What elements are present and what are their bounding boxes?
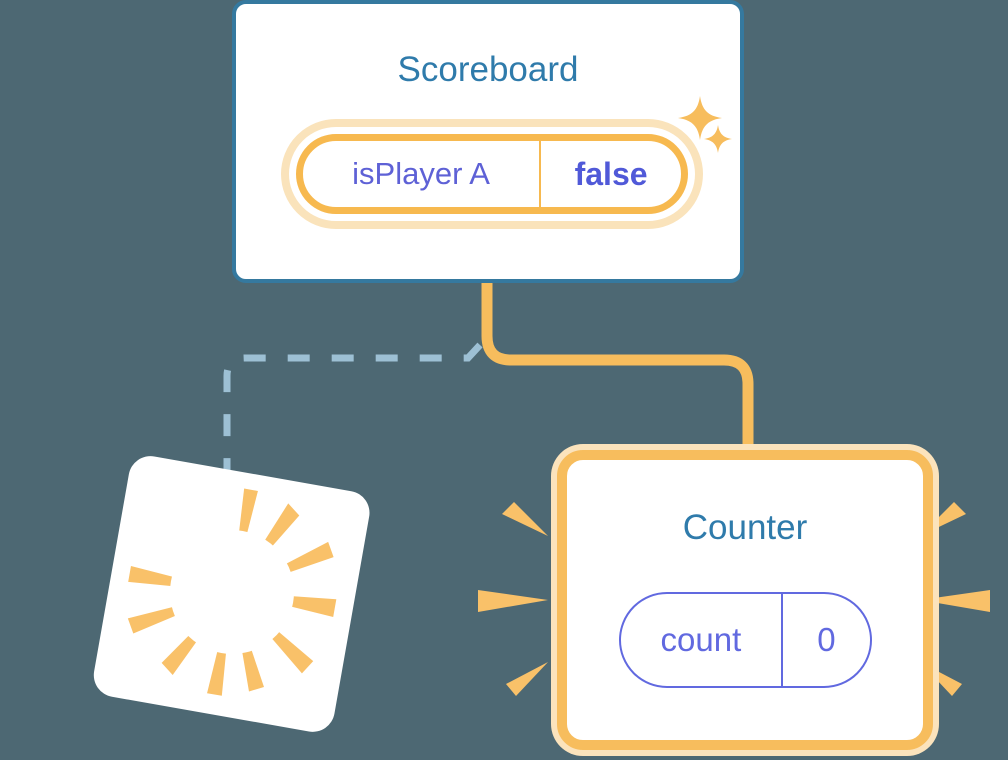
scoreboard-state-pill-inner: isPlayer A false xyxy=(296,134,688,214)
counter-state-pill[interactable]: count 0 xyxy=(619,592,872,688)
scoreboard-title: Scoreboard xyxy=(397,50,579,89)
scoreboard-state-key: isPlayer A xyxy=(303,141,542,207)
scoreboard-state-pill[interactable]: isPlayer A false xyxy=(281,119,703,229)
connector-scoreboard-to-counter xyxy=(481,283,754,462)
counter-state-key: count xyxy=(621,594,783,686)
connector-scoreboard-to-burst-card xyxy=(223,342,483,478)
sparkle-large-icon xyxy=(678,96,722,140)
burst-card-graphic xyxy=(93,456,370,732)
rerender-burst-card[interactable] xyxy=(82,450,382,735)
counter-card[interactable]: Counter count 0 xyxy=(557,450,933,750)
counter-title: Counter xyxy=(682,508,808,547)
scoreboard-state-value: false xyxy=(574,155,648,192)
scoreboard-card[interactable]: Scoreboard isPlayer A false xyxy=(232,0,744,283)
counter-state-value: 0 xyxy=(817,621,836,658)
sparkle-small-icon xyxy=(704,125,732,153)
